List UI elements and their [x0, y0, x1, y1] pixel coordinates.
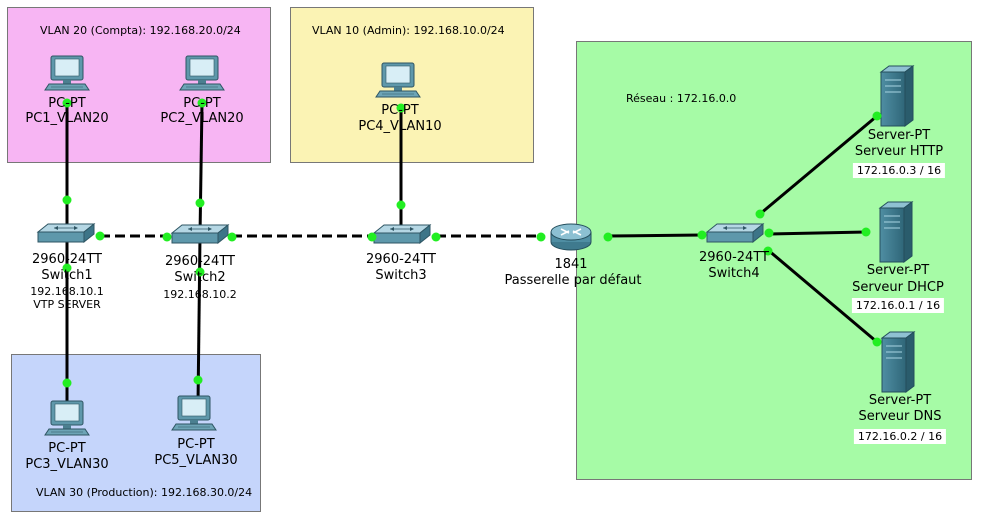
pc2-icon[interactable]: [179, 55, 225, 91]
switch2-name: Switch2: [174, 270, 226, 285]
switch1-ip: 192.168.10.1: [30, 285, 104, 298]
router-model: 1841: [554, 257, 588, 272]
pc4-icon[interactable]: [375, 62, 421, 98]
link-switch4-dhcp: [768, 230, 867, 236]
pc5-type: PC-PT: [177, 437, 215, 452]
link-dots: [62, 98, 882, 388]
server-dns-icon[interactable]: [881, 331, 915, 393]
server-http-ip: 172.16.0.3 / 16: [852, 163, 946, 178]
pc1-name: PC1_VLAN20: [25, 111, 109, 126]
router-icon[interactable]: [550, 223, 592, 251]
pc3-icon[interactable]: [44, 400, 90, 436]
link-router-switch4: [607, 233, 703, 238]
zone-vlan20-label: VLAN 20 (Compta): 192.168.20.0/24: [40, 24, 241, 37]
server-dhcp-ip: 172.16.0.1 / 16: [851, 298, 945, 313]
pc2-name: PC2_VLAN20: [160, 111, 244, 126]
pc5-name: PC5_VLAN30: [154, 453, 238, 468]
pc3-name: PC3_VLAN30: [25, 457, 109, 472]
switch1-name: Switch1: [41, 268, 93, 283]
link-pc2-switch2: [198, 102, 204, 237]
pc5-icon[interactable]: [171, 395, 217, 431]
pc2-type: PC-PT: [183, 96, 221, 111]
server-dns-ip: 172.16.0.2 / 16: [853, 429, 947, 444]
link-switch4-http: [759, 114, 878, 216]
server-http-type: Server-PT: [867, 128, 931, 143]
switch3-model: 2960-24TT: [366, 252, 436, 267]
switch1-role: VTP SERVER: [33, 298, 101, 311]
pc4-type: PC-PT: [381, 103, 419, 118]
pc1-type: PC-PT: [48, 96, 86, 111]
zone-reseau-label: Réseau : 172.16.0.0: [626, 92, 737, 105]
server-dns-type: Server-PT: [868, 393, 932, 408]
switch2-model: 2960-24TT: [165, 254, 235, 269]
switch1-model: 2960-24TT: [32, 252, 102, 267]
pc4-name: PC4_VLAN10: [358, 119, 442, 134]
zone-vlan10-label: VLAN 10 (Admin): 192.168.10.0/24: [312, 24, 505, 37]
server-http-icon[interactable]: [880, 65, 914, 127]
switch4-name: Switch4: [708, 266, 760, 281]
link-switch4-dns: [767, 248, 878, 344]
server-dhcp-name: Serveur DHCP: [852, 280, 944, 295]
pc3-type: PC-PT: [48, 441, 86, 456]
server-dhcp-icon[interactable]: [879, 201, 913, 263]
switch3-icon[interactable]: [373, 224, 431, 244]
switch2-ip: 192.168.10.2: [163, 288, 237, 301]
pc1-icon[interactable]: [44, 55, 90, 91]
zone-vlan30-label: VLAN 30 (Production): 192.168.30.0/24: [36, 486, 253, 499]
switch3-name: Switch3: [375, 268, 427, 283]
server-http-name: Serveur HTTP: [854, 144, 944, 159]
server-dhcp-type: Server-PT: [866, 263, 930, 278]
switch4-icon[interactable]: [706, 223, 764, 243]
server-dns-name: Serveur DNS: [858, 409, 942, 424]
router-name: Passerelle par défaut: [504, 273, 642, 288]
switch4-model: 2960-24TT: [699, 250, 769, 265]
switch1-icon[interactable]: [37, 223, 95, 243]
switch2-icon[interactable]: [171, 224, 229, 244]
